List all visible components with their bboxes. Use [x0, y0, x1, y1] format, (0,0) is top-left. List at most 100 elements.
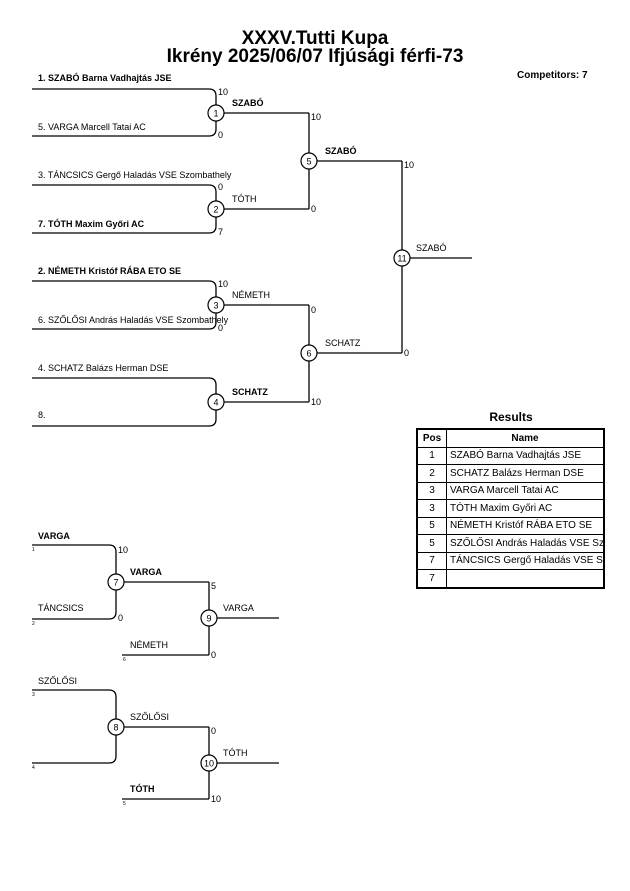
name-cell: VARGA Marcell Tatai AC [446, 481, 605, 500]
competitors-count: Competitors: 7 [517, 70, 588, 81]
entry-label: 7. TÓTH Maxim Győri AC [38, 218, 145, 229]
bracket-line [32, 377, 217, 427]
match-number: 3 [213, 301, 218, 311]
name-cell [446, 569, 605, 588]
pos-cell: 1 [416, 446, 447, 465]
score: 10 [218, 279, 228, 289]
score: 10 [311, 112, 321, 122]
pos-cell: 5 [416, 516, 447, 535]
winner-label: TÓTH [223, 748, 248, 758]
score: 5 [211, 581, 216, 591]
bracket-line [32, 689, 117, 764]
score: 0 [311, 204, 316, 214]
tournament-title: XXXV.Tutti Kupa [241, 28, 389, 49]
score: 0 [211, 650, 216, 660]
pos-cell: 3 [416, 499, 447, 518]
match-node [200, 754, 218, 772]
winner-label: SCHATZ [325, 338, 361, 348]
name-cell: TÓTH Maxim Győri AC [446, 499, 605, 518]
seed-number: 4 [32, 765, 35, 771]
entry-label: 6. SZŐLŐSI András Haladás VSE Szombathel… [38, 315, 229, 325]
results-header-row: Pos Name [416, 428, 605, 448]
score: 0 [404, 348, 409, 358]
match-number: 9 [206, 614, 211, 624]
match-number: 10 [204, 759, 214, 769]
repechage-name: VARGA [38, 531, 70, 541]
score: 7 [218, 227, 223, 237]
match-node [207, 104, 225, 122]
seed-number: 5 [123, 801, 126, 807]
repechage-name: TÁNCSICS [38, 603, 84, 613]
pos-cell: 7 [416, 569, 447, 588]
match-node [393, 249, 411, 267]
pos-cell: 5 [416, 534, 447, 553]
pos-cell: 2 [416, 464, 447, 483]
seed-number: 2 [32, 621, 35, 627]
winner-label: SZABÓ [232, 97, 264, 108]
score: 0 [211, 726, 216, 736]
score: 10 [218, 87, 228, 97]
seed-number: 3 [32, 692, 35, 698]
winner-label: TÓTH [232, 194, 257, 204]
winner-label: VARGA [130, 567, 162, 577]
score: 10 [118, 545, 128, 555]
score: 0 [118, 613, 123, 623]
score: 0 [218, 182, 223, 192]
match-node [107, 718, 125, 736]
repechage-name: NÉMETH [130, 640, 168, 650]
score: 0 [218, 130, 223, 140]
pos-header: Pos [416, 428, 447, 448]
match-node [300, 344, 318, 362]
event-subtitle: Ikrény 2025/06/07 Ifjúsági férfi-73 [166, 46, 464, 67]
winner-label: SCHATZ [232, 387, 268, 397]
table-row: 7 [416, 569, 605, 588]
name-cell: NÉMETH Kristóf RÁBA ETO SE [446, 516, 605, 535]
results-caption: Results [489, 410, 533, 424]
match-node [107, 573, 125, 591]
winner-label: NÉMETH [232, 290, 270, 300]
name-cell: SZŐLŐSI András Haladás VSE Szombathely [446, 534, 605, 553]
repechage-name: SZŐLŐSI [38, 676, 77, 686]
match-node [207, 200, 225, 218]
match-node [300, 152, 318, 170]
score: 10 [311, 397, 321, 407]
pos-cell: 7 [416, 551, 447, 570]
name-cell: SZABÓ Barna Vadhajtás JSE [446, 446, 605, 465]
score: 0 [311, 305, 316, 315]
match-number: 7 [113, 578, 118, 588]
name-cell: SCHATZ Balázs Herman DSE [446, 464, 605, 483]
entry-label: 1. SZABÓ Barna Vadhajtás JSE [38, 72, 172, 83]
pos-cell: 3 [416, 481, 447, 500]
match-number: 4 [213, 398, 218, 408]
score: 10 [211, 794, 221, 804]
winner-label: VARGA [223, 603, 254, 613]
winner-label: SZABÓ [325, 145, 357, 156]
name-cell: TÁNCSICS Gergő Haladás VSE Szombathely [446, 551, 605, 570]
repechage-name: TÓTH [130, 783, 155, 794]
match-number: 5 [306, 157, 311, 167]
match-number: 6 [306, 349, 311, 359]
entry-label: 3. TÁNCSICS Gergő Haladás VSE Szombathel… [38, 170, 232, 180]
entry-label: 4. SCHATZ Balázs Herman DSE [38, 363, 168, 373]
match-node [207, 296, 225, 314]
seed-number: 6 [123, 657, 126, 663]
entry-label: 5. VARGA Marcell Tatai AC [38, 122, 146, 132]
match-number: 2 [213, 205, 218, 215]
match-node [207, 393, 225, 411]
match-number: 1 [213, 109, 218, 119]
score: 0 [218, 323, 223, 333]
seed-number: 1 [32, 547, 35, 553]
match-number: 8 [113, 723, 118, 733]
match-number: 11 [397, 254, 406, 264]
entry-label: 2. NÉMETH Kristóf RÁBA ETO SE [38, 266, 181, 276]
score: 10 [404, 160, 414, 170]
